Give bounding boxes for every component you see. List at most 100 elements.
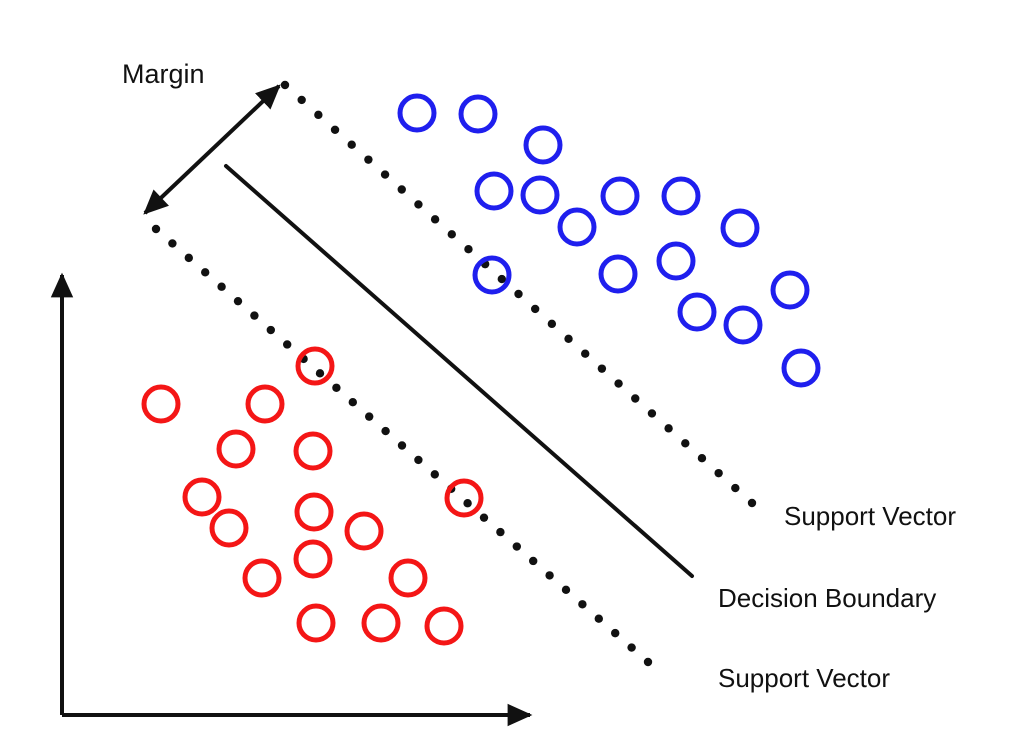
- upper-margin-dot: [697, 454, 707, 463]
- upper-margin-dot: [681, 439, 690, 448]
- upper-margin-dot: [664, 424, 673, 433]
- data-point: [677, 292, 717, 332]
- lower-margin-dot: [397, 441, 407, 450]
- data-point: [770, 270, 810, 310]
- data-point: [781, 348, 821, 388]
- data-point: [361, 603, 401, 643]
- upper-margin-dot: [447, 230, 456, 239]
- upper-margin-dot: [564, 334, 573, 343]
- margin-measure-arrow: [143, 84, 281, 215]
- upper-margin-dot: [314, 110, 323, 120]
- upper-margin-dot: [597, 364, 607, 373]
- support-vector-upper-label: Support Vector: [784, 501, 956, 531]
- upper-margin-dot: [397, 185, 406, 194]
- upper-margin-dot: [614, 379, 623, 388]
- lower-margin-dot: [430, 470, 439, 479]
- upper-margin-dot: [581, 349, 590, 358]
- data-point: [523, 125, 563, 165]
- lower-margin-dot: [168, 239, 177, 248]
- lower-margin-dot: [611, 628, 620, 638]
- upper-margin-dot: [497, 274, 507, 284]
- upper-margin-dot: [631, 394, 640, 403]
- upper-margin-dot: [514, 289, 523, 299]
- lower-margin-dot: [561, 585, 571, 595]
- data-point: [294, 492, 334, 532]
- support-vector-lower-label: Support Vector: [718, 663, 890, 693]
- data-point: [656, 241, 696, 281]
- lower-margin-dot: [151, 224, 161, 234]
- upper-margin-dot: [347, 140, 356, 149]
- lower-margin-dot: [594, 614, 603, 623]
- class-b-point-group: [141, 346, 484, 646]
- data-point: [424, 606, 464, 646]
- data-point: [209, 508, 249, 548]
- upper-margin-dot: [464, 245, 473, 254]
- lower-margin-dot: [529, 556, 538, 566]
- margin-boundary-lines: [151, 80, 757, 667]
- upper-margin-dot: [547, 319, 557, 329]
- data-point: [216, 429, 256, 469]
- lower-margin-dot: [463, 499, 472, 508]
- upper-margin-dot: [731, 483, 740, 493]
- margin-label: Margin: [122, 59, 205, 89]
- data-point: [245, 384, 285, 424]
- data-point: [344, 511, 384, 551]
- lower-margin-dot: [266, 325, 275, 335]
- data-point: [723, 305, 763, 345]
- data-point: [600, 176, 640, 216]
- lower-margin-dot: [496, 527, 505, 537]
- data-point: [557, 207, 597, 247]
- upper-margin-dot: [414, 200, 423, 209]
- data-point: [598, 254, 638, 294]
- axes: [50, 272, 533, 727]
- data-point: [720, 208, 760, 248]
- data-point: [472, 255, 512, 295]
- upper-margin-dot: [430, 215, 440, 224]
- upper-margin-dot: [297, 95, 306, 105]
- upper-margin-dot: [280, 80, 290, 90]
- data-point: [295, 346, 335, 386]
- lower-margin-dot: [283, 340, 292, 349]
- data-point: [388, 558, 428, 598]
- lower-margin-dot: [233, 296, 243, 306]
- data-point: [242, 558, 282, 598]
- data-point: [458, 94, 498, 134]
- lower-margin-dot: [332, 383, 341, 392]
- data-point: [661, 176, 701, 216]
- class-a-point-group: [397, 93, 821, 388]
- decision-boundary-label: Decision Boundary: [718, 583, 936, 613]
- data-point: [444, 478, 484, 518]
- lower-margin-dot: [217, 282, 226, 291]
- lower-margin-dot: [512, 542, 521, 551]
- data-point: [141, 384, 181, 424]
- lower-margin-dot: [250, 311, 259, 320]
- upper-margin-dot: [647, 409, 657, 418]
- lower-margin-dot: [479, 513, 489, 522]
- data-point: [520, 175, 560, 215]
- data-point: [182, 477, 222, 517]
- lower-margin-dot: [348, 398, 357, 407]
- lower-margin-dot: [643, 657, 653, 667]
- data-point: [296, 603, 336, 643]
- lower-margin-dot: [545, 571, 554, 580]
- lower-margin-dot: [184, 253, 193, 263]
- lower-margin-dot: [201, 268, 210, 277]
- data-point: [397, 93, 437, 133]
- lower-margin-dot: [365, 412, 374, 421]
- data-point: [474, 171, 514, 211]
- upper-margin-dot: [714, 468, 723, 478]
- upper-margin-dot: [747, 498, 757, 508]
- data-point: [293, 431, 333, 471]
- lower-margin-dot: [381, 426, 390, 436]
- lower-margin-dot: [627, 643, 636, 652]
- lower-margin-dot: [578, 600, 587, 609]
- lower-margin-dot: [414, 455, 423, 465]
- lower-margin-dot: [315, 369, 325, 378]
- decision-boundary-line: [224, 164, 694, 578]
- upper-margin-dot: [364, 155, 373, 164]
- upper-margin-dot: [380, 170, 390, 179]
- upper-margin-dot: [330, 125, 340, 134]
- data-point: [293, 539, 333, 579]
